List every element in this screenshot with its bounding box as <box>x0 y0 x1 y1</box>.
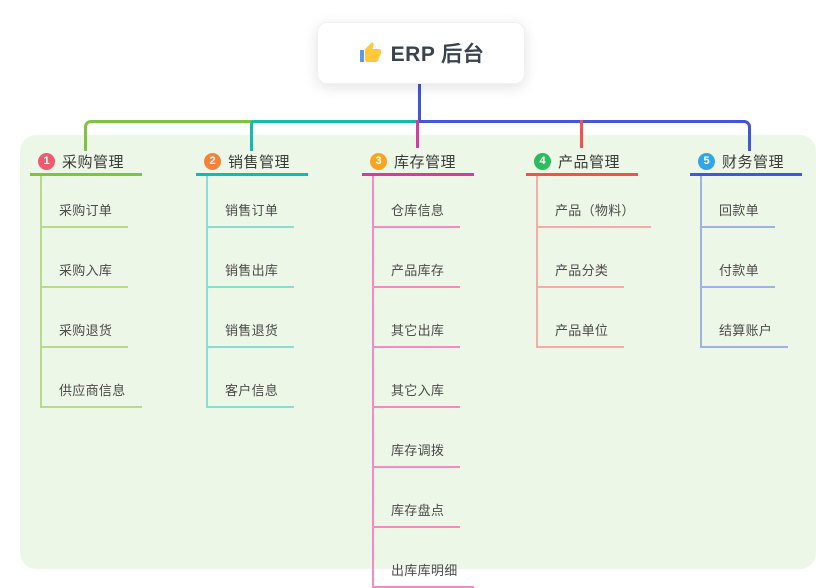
connector-branch-4 <box>580 120 583 148</box>
child-node[interactable]: 库存调拨 <box>374 408 461 468</box>
child-node[interactable]: 产品单位 <box>538 288 625 348</box>
child-node[interactable]: 产品（物料） <box>538 176 651 228</box>
child-node[interactable]: 出库库明细 <box>374 528 474 588</box>
branch-4: 4 产品管理产品（物料） 产品分类产品单位 <box>526 150 651 348</box>
connector-branch-2 <box>250 120 421 151</box>
branch-node-label: 采购管理 <box>62 153 125 171</box>
child-node-label: 销售订单 <box>225 203 279 218</box>
child-node-label: 其它出库 <box>391 323 445 338</box>
root-connector-line <box>418 82 421 120</box>
child-node-label: 产品（物料） <box>555 203 635 218</box>
child-node-label: 产品库存 <box>391 263 445 278</box>
branch-2: 2 销售管理销售订单销售出库销售退货客户信息 <box>196 150 308 408</box>
branch-children: 产品（物料） 产品分类产品单位 <box>536 176 651 348</box>
branch-node-label: 产品管理 <box>558 153 621 171</box>
child-node[interactable]: 库存盘点 <box>374 468 461 528</box>
child-node-label: 仓库信息 <box>391 203 445 218</box>
child-node[interactable]: 采购退货 <box>42 288 129 348</box>
child-node[interactable]: 销售订单 <box>208 176 295 228</box>
branch-children: 仓库信息产品库存其它出库其它入库库存调拨库存盘点出库库明细 <box>372 176 474 588</box>
child-node[interactable]: 销售退货 <box>208 288 295 348</box>
branch-node-2[interactable]: 2 销售管理 <box>196 150 308 176</box>
thumbs-up-icon <box>359 42 381 62</box>
branch-number-badge: 3 <box>370 152 387 170</box>
child-node-label: 产品单位 <box>555 323 609 338</box>
branch-number-badge: 1 <box>38 152 55 170</box>
child-node-label: 库存盘点 <box>391 503 445 518</box>
child-node[interactable]: 供应商信息 <box>42 348 142 408</box>
child-node-label: 销售退货 <box>225 323 279 338</box>
connector-branch-5 <box>418 120 751 151</box>
child-node[interactable]: 销售出库 <box>208 228 295 288</box>
child-node-label: 出库库明细 <box>391 563 458 578</box>
child-node-label: 采购退货 <box>59 323 113 338</box>
child-node[interactable]: 回款单 <box>702 176 775 228</box>
branch-node-3[interactable]: 3 库存管理 <box>362 150 474 176</box>
child-node-label: 付款单 <box>719 263 759 278</box>
connector-branch-3 <box>416 120 419 148</box>
child-node[interactable]: 付款单 <box>702 228 775 288</box>
child-node[interactable]: 结算账户 <box>702 288 789 348</box>
branch-children: 采购订单采购入库采购退货供应商信息 <box>40 176 142 408</box>
root-node[interactable]: ERP 后台 <box>317 22 525 84</box>
branch-number-badge: 5 <box>698 152 715 170</box>
child-node-label: 采购入库 <box>59 263 113 278</box>
branch-node-label: 库存管理 <box>394 153 457 171</box>
branch-node-1[interactable]: 1 采购管理 <box>30 150 142 176</box>
branch-3: 3 库存管理仓库信息产品库存其它出库其它入库库存调拨库存盘点出库库明细 <box>362 150 474 588</box>
branch-node-label: 销售管理 <box>228 153 291 171</box>
child-node-label: 回款单 <box>719 203 759 218</box>
child-node-label: 库存调拨 <box>391 443 445 458</box>
child-node-label: 结算账户 <box>719 323 773 338</box>
child-node-label: 产品分类 <box>555 263 609 278</box>
branch-node-label: 财务管理 <box>722 153 785 171</box>
branch-children: 销售订单销售出库销售退货客户信息 <box>206 176 295 408</box>
child-node-label: 客户信息 <box>225 383 279 398</box>
child-node[interactable]: 客户信息 <box>208 348 295 408</box>
branch-number-badge: 4 <box>534 152 551 170</box>
branch-node-4[interactable]: 4 产品管理 <box>526 150 638 176</box>
branch-number-badge: 2 <box>204 152 221 170</box>
root-node-label: ERP 后台 <box>390 43 485 66</box>
branch-children: 回款单付款单结算账户 <box>700 176 789 348</box>
branch-node-5[interactable]: 5 财务管理 <box>690 150 802 176</box>
branch-1: 1 采购管理采购订单采购入库采购退货供应商信息 <box>30 150 142 408</box>
child-node-label: 销售出库 <box>225 263 279 278</box>
child-node[interactable]: 采购订单 <box>42 176 129 228</box>
child-node[interactable]: 其它入库 <box>374 348 461 408</box>
child-node[interactable]: 产品库存 <box>374 228 461 288</box>
child-node[interactable]: 仓库信息 <box>374 176 461 228</box>
connector-branch-1 <box>84 120 253 151</box>
branch-5: 5 财务管理回款单付款单结算账户 <box>690 150 802 348</box>
child-node-label: 采购订单 <box>59 203 113 218</box>
child-node-label: 供应商信息 <box>59 383 126 398</box>
child-node[interactable]: 其它出库 <box>374 288 461 348</box>
child-node[interactable]: 产品分类 <box>538 228 625 288</box>
mindmap-background-panel <box>20 135 816 569</box>
child-node-label: 其它入库 <box>391 383 445 398</box>
child-node[interactable]: 采购入库 <box>42 228 129 288</box>
